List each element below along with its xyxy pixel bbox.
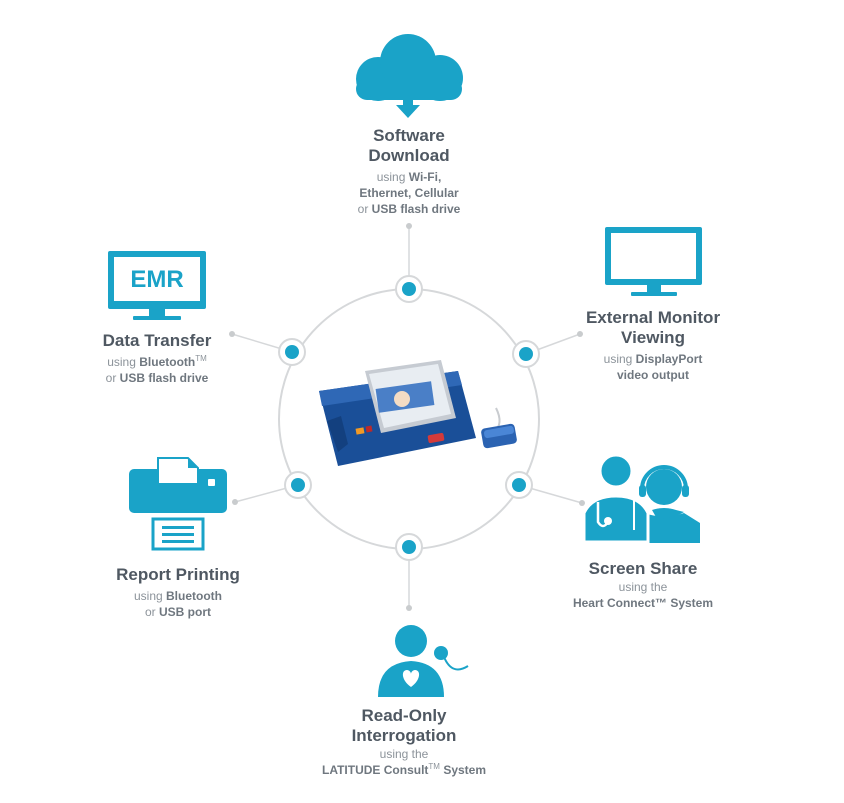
- detail-text: using the: [618, 580, 668, 594]
- detail-text: using: [133, 589, 167, 603]
- feature-detail: using the LATITUDE ConsultTM System: [284, 746, 524, 778]
- cloud-download-icon: [356, 34, 463, 118]
- clinicians-headset-icon: [582, 453, 700, 544]
- feature-title: External Monitor: [585, 308, 721, 327]
- spoke-end-dot: [579, 500, 585, 506]
- feature-screen-share: Screen Share using the Heart Connect™ Sy…: [523, 559, 763, 611]
- feature-external-monitor: External Monitor Viewing using DisplayPo…: [533, 308, 773, 383]
- feature-read-only-interrogation: Read-Only Interrogation using the LATITU…: [284, 706, 524, 778]
- feature-title: Download: [368, 146, 450, 165]
- node-screen: [505, 471, 533, 499]
- detail-text: using: [376, 170, 409, 184]
- feature-title: Report Printing: [116, 565, 240, 584]
- spoke-end-dot: [406, 223, 412, 229]
- spoke-end-dot: [406, 605, 412, 611]
- feature-detail: using the Heart Connect™ System: [523, 579, 763, 611]
- detail-text: using the: [379, 747, 429, 761]
- programmer-tablet-icon: [319, 360, 517, 466]
- detail-bold: System: [666, 596, 714, 610]
- feature-title: Software: [373, 126, 445, 145]
- detail-bold: Bluetooth: [139, 355, 196, 369]
- detail-text: or: [144, 605, 159, 619]
- spoke-end-dot: [229, 331, 235, 337]
- feature-report-printing: Report Printing using Bluetooth or USB p…: [58, 565, 298, 620]
- feature-data-transfer: Data Transfer using BluetoothTM or USB f…: [37, 331, 277, 386]
- trademark-mark: TM: [428, 762, 440, 771]
- emr-monitor-icon: EMR: [108, 251, 206, 320]
- feature-detail: using BluetoothTM or USB flash drive: [37, 354, 277, 386]
- detail-bold: Ethernet, Cellular: [359, 186, 459, 200]
- spoke-end-dots: [229, 223, 585, 611]
- detail-bold: USB flash drive: [371, 202, 461, 216]
- detail-bold: Bluetooth: [166, 589, 223, 603]
- node-software: [395, 275, 423, 303]
- detail-bold: LATITUDE Consult: [321, 763, 429, 777]
- node-readonly: [395, 533, 423, 561]
- emr-label: EMR: [130, 266, 183, 293]
- detail-bold: Wi-Fi,: [408, 170, 442, 184]
- feature-software-download: Software Download using Wi-Fi, Ethernet,…: [289, 126, 529, 217]
- detail-bold: Heart Connect: [572, 596, 655, 610]
- feature-detail: using Bluetooth or USB port: [58, 588, 298, 620]
- feature-detail: using DisplayPort video output: [533, 351, 773, 383]
- detail-text: using: [107, 355, 140, 369]
- detail-text: or: [105, 371, 120, 385]
- feature-title: Viewing: [621, 328, 685, 347]
- ring-nodes: [278, 275, 540, 561]
- node-printing: [284, 471, 312, 499]
- feature-title: Read-Only: [361, 706, 447, 725]
- node-data: [278, 338, 306, 366]
- monitor-icon: [605, 227, 702, 296]
- patient-heart-icon: [378, 625, 469, 697]
- detail-text: or: [357, 202, 372, 216]
- feature-title: Screen Share: [588, 559, 698, 578]
- trademark-mark: ™: [654, 596, 667, 610]
- spoke-end-dot: [577, 331, 583, 337]
- node-monitor: [512, 340, 540, 368]
- feature-title: Data Transfer: [102, 331, 212, 350]
- detail-bold: System: [439, 763, 487, 777]
- detail-text: using: [603, 352, 636, 366]
- printer-icon: [129, 457, 227, 551]
- detail-bold: USB flash drive: [119, 371, 209, 385]
- detail-bold: USB port: [159, 605, 211, 619]
- detail-bold: DisplayPort: [635, 352, 703, 366]
- feature-title: Interrogation: [351, 726, 457, 745]
- detail-bold: video output: [617, 368, 689, 382]
- spoke-end-dot: [232, 499, 238, 505]
- feature-detail: using Wi-Fi, Ethernet, Cellular or USB f…: [289, 169, 529, 217]
- trademark-mark: TM: [195, 354, 207, 363]
